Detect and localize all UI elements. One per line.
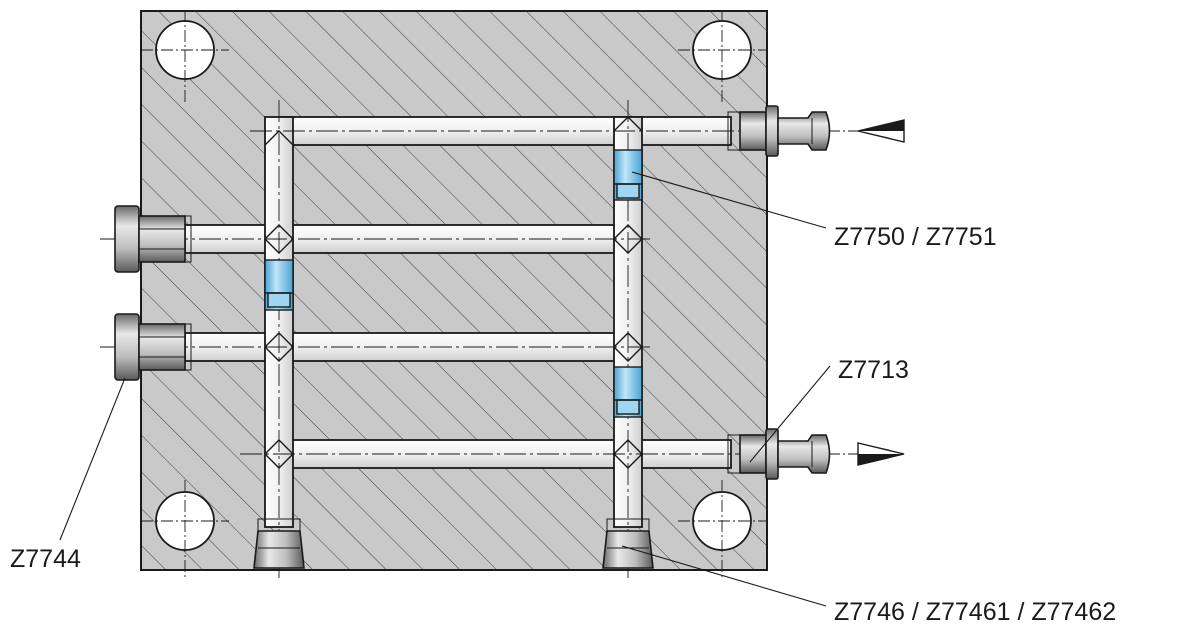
couplings [727, 105, 831, 480]
coupling-top-icon [727, 105, 831, 157]
blue-plug-upper-right-icon [613, 149, 643, 201]
bottom-plugs [253, 518, 654, 569]
mounting-hole-top-left-icon [141, 10, 229, 104]
label-plug-z7744: Z7744 [10, 545, 81, 573]
mounting-holes [141, 10, 767, 578]
leader-lines [59, 171, 831, 607]
side-plug-lower-icon [114, 313, 192, 381]
side-plugs [114, 205, 192, 381]
base-plate [140, 10, 768, 571]
mounting-hole-top-right-icon [678, 10, 767, 104]
sealing-plugs [264, 149, 643, 418]
label-plug-z7750: Z7750 / Z7751 [834, 223, 997, 251]
mounting-hole-bottom-right-icon [678, 480, 767, 578]
cooling-channels [100, 100, 745, 578]
bottom-plug-left-icon [253, 518, 305, 569]
label-plug-z7746: Z7746 / Z77461 / Z77462 [834, 598, 1116, 626]
inflow-arrow-icon [830, 442, 905, 466]
blue-plug-left-icon [264, 259, 294, 311]
flow-arrows [830, 119, 905, 466]
blue-plug-lower-right-icon [613, 366, 643, 418]
side-plug-upper-icon [114, 205, 192, 273]
outflow-arrow-icon [830, 119, 905, 143]
coupling-bottom-icon [727, 428, 831, 480]
label-coupling-z7713: Z7713 [838, 356, 909, 384]
mounting-hole-bottom-left-icon [141, 480, 229, 578]
